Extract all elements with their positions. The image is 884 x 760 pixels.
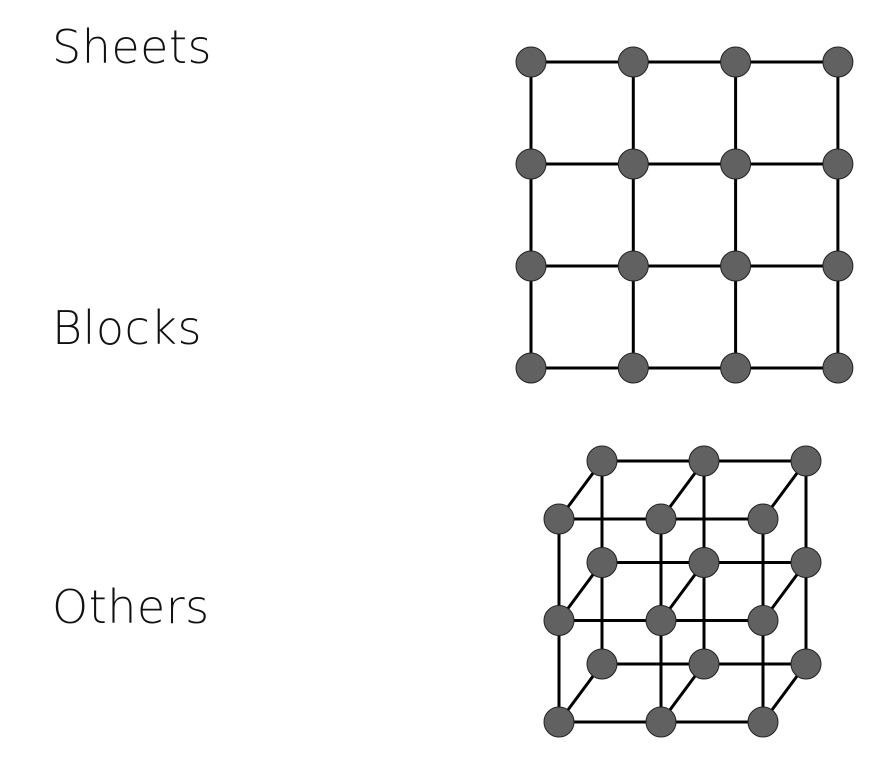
- lattice-node: [720, 148, 752, 180]
- label-others: Others: [52, 580, 210, 634]
- lattice-node: [720, 352, 752, 384]
- lattice-node: [720, 250, 752, 282]
- cubic-lattice-3d: [543, 445, 822, 738]
- lattice-node: [688, 648, 720, 680]
- lattice-node: [515, 46, 547, 78]
- lattice-node: [543, 503, 575, 535]
- lattice-node: [688, 445, 720, 477]
- label-sheets: Sheets: [52, 20, 212, 74]
- lattice-node: [822, 352, 854, 384]
- lattice-node: [617, 250, 649, 282]
- lattice-node: [645, 605, 677, 636]
- lattice-node: [586, 547, 618, 578]
- lattice-node: [822, 46, 854, 78]
- lattice-node: [617, 148, 649, 180]
- lattice-node: [790, 648, 822, 680]
- lattice-node: [790, 445, 822, 477]
- lattice-node: [645, 706, 677, 738]
- lattice-node: [515, 250, 547, 282]
- lattice-node: [790, 547, 822, 578]
- lattice-node: [747, 605, 779, 636]
- lattice-node: [688, 547, 720, 578]
- lattice-node: [586, 648, 618, 680]
- lattice-node: [515, 148, 547, 180]
- lattice-node: [543, 706, 575, 738]
- lattice-node: [543, 605, 575, 636]
- lattice-node: [586, 445, 618, 477]
- lattice-node: [747, 503, 779, 535]
- lattice-node: [617, 352, 649, 384]
- lattice-node: [822, 250, 854, 282]
- lattice-node: [747, 706, 779, 738]
- square-lattice-2d: [515, 46, 854, 384]
- lattice-node: [720, 46, 752, 78]
- lattice-node: [822, 148, 854, 180]
- lattice-node: [645, 503, 677, 535]
- lattice-node: [515, 352, 547, 384]
- lattice-node: [617, 46, 649, 78]
- label-blocks: Blocks: [52, 301, 202, 355]
